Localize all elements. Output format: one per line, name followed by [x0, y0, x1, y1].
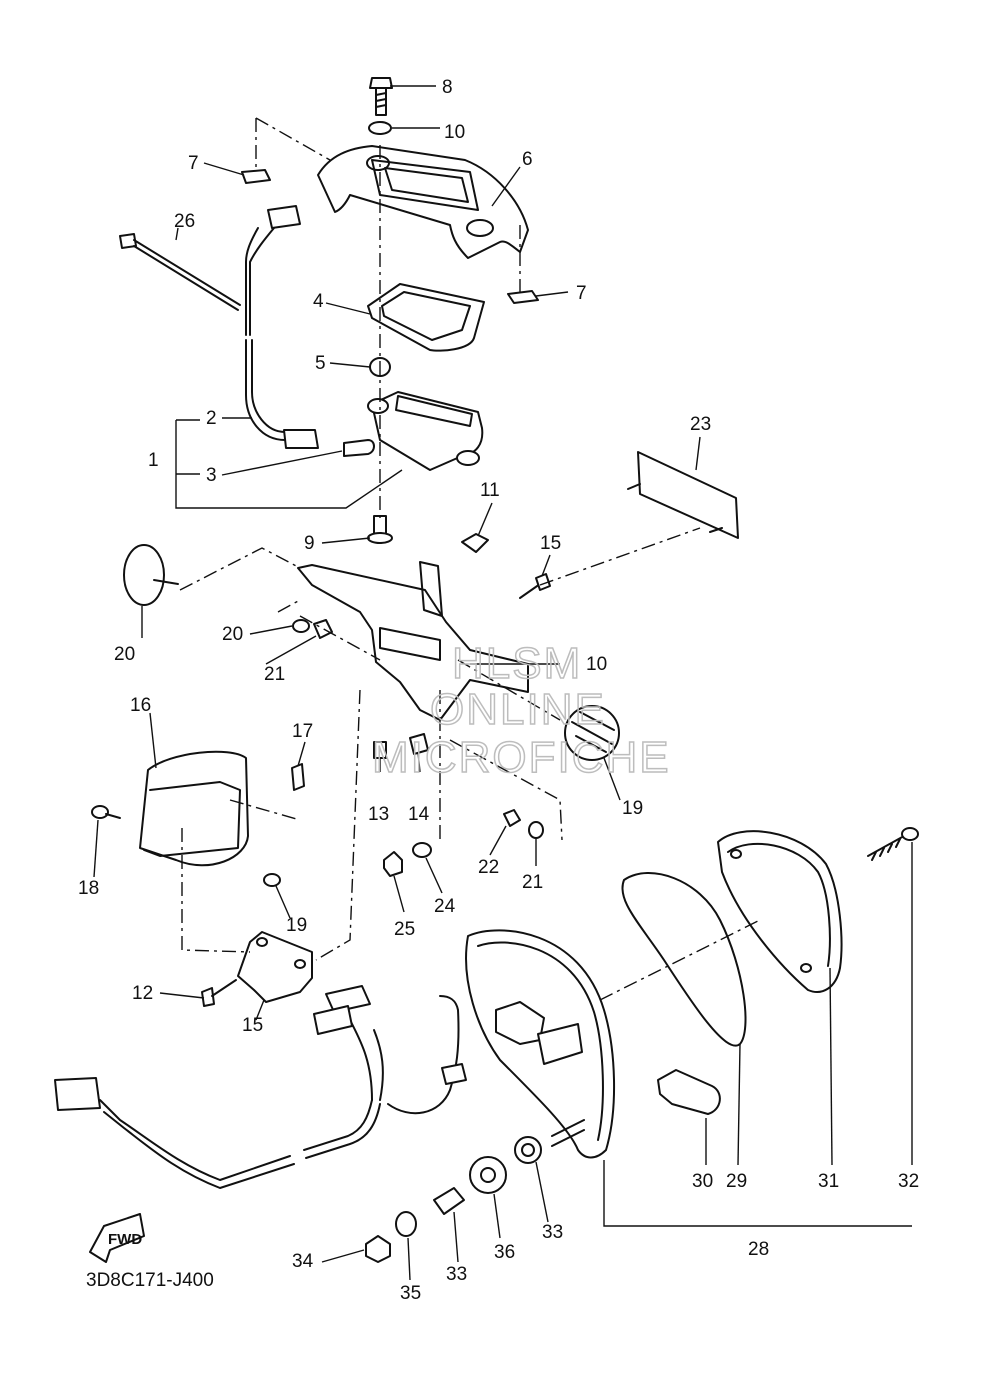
collar-33 — [433, 1187, 465, 1215]
callout-33: 33 — [446, 1264, 467, 1285]
bolt-15-a — [373, 741, 387, 759]
collar-9 — [367, 515, 393, 544]
drawing-code: 3D8C171-J400 — [86, 1270, 214, 1291]
pad-7-left — [241, 169, 271, 184]
callout-11: 10 — [586, 654, 607, 675]
callout-27: 28 — [748, 1239, 769, 1260]
callout-28: 29 — [726, 1171, 747, 1192]
grommet-32 — [514, 1136, 542, 1164]
watermark-line-3: MICROFICHE — [372, 733, 671, 782]
callout-4: 4 — [313, 291, 324, 312]
washer-35 — [395, 1211, 417, 1237]
callout-5: 5 — [315, 353, 326, 374]
callout-labels: 8 10 7 6 26 7 4 5 2 1 3 23 11 9 15 20 20… — [78, 77, 919, 1304]
screw-19-left — [91, 805, 121, 819]
assembly-lines — [179, 117, 761, 1001]
meter-cover — [317, 145, 529, 259]
nut-22-upper — [313, 619, 333, 639]
callout-19-left: 18 — [78, 878, 99, 899]
watermark-line-2: ONLINE — [430, 685, 606, 734]
bulb-3 — [343, 439, 375, 457]
callout-34: 34 — [292, 1251, 314, 1272]
screw-19-right — [263, 873, 281, 887]
callout-18: 17 — [292, 721, 313, 742]
bulb-29 — [657, 1069, 721, 1115]
mudguard-17 — [139, 750, 249, 867]
callout-14: 15 — [242, 1015, 263, 1036]
reflector-20-left — [123, 544, 179, 606]
reflector-20-right — [564, 705, 620, 761]
nut-22-lower — [503, 809, 521, 827]
washer-24 — [412, 842, 432, 858]
callout-26: 26 — [174, 211, 195, 232]
callout-29: 30 — [692, 1171, 713, 1192]
callout-35: 35 — [400, 1283, 421, 1304]
collar-36 — [469, 1156, 507, 1194]
callout-21-upper: 20 — [222, 624, 243, 645]
callout-12: 11 — [480, 480, 500, 501]
license-light-23 — [627, 451, 739, 539]
cable-tie-26 — [119, 233, 241, 311]
nut-25 — [383, 851, 403, 877]
meter-assembly — [367, 391, 484, 471]
washer-21-upper — [292, 619, 310, 633]
callout-1: 1 — [148, 450, 159, 471]
fwd-label: FWD — [108, 1231, 142, 1248]
leader-lines — [93, 85, 913, 1281]
callout-32: 33 — [542, 1222, 563, 1243]
callout-10: 10 — [444, 122, 465, 143]
callout-20-left: 20 — [114, 644, 135, 665]
clip-18 — [291, 763, 305, 791]
callout-2: 2 — [206, 408, 217, 429]
wire-harness — [54, 985, 467, 1189]
washer-10 — [368, 121, 392, 135]
callout-31: 32 — [898, 1171, 919, 1192]
watermark: HLSM ONLINE MICROFICHE — [371, 638, 671, 783]
callout-16: 15 — [540, 533, 561, 554]
callout-8: 8 — [442, 77, 453, 98]
nut-12 — [461, 533, 489, 553]
gasket-28 — [621, 872, 747, 1047]
fwd-arrow-icon: FWD — [89, 1213, 145, 1263]
holder-14 — [237, 931, 313, 1003]
watermark-line-1: HLSM — [452, 639, 582, 688]
lead-wire-2 — [245, 205, 319, 449]
callout-9: 9 — [304, 533, 315, 554]
callout-23: 23 — [690, 414, 711, 435]
callout-22-lower: 22 — [478, 857, 499, 878]
callout-15-a: 13 — [368, 804, 389, 825]
callout-21-lower: 21 — [522, 872, 543, 893]
gasket-4 — [367, 283, 485, 352]
bolt-15-b — [409, 733, 429, 755]
bolt-8 — [369, 77, 393, 116]
callout-6: 6 — [522, 149, 533, 170]
callout-3: 3 — [206, 465, 217, 486]
callout-24: 24 — [434, 896, 456, 917]
lens-30 — [717, 830, 843, 993]
bolt-13 — [201, 979, 237, 1007]
bolt-16 — [519, 573, 551, 599]
tail-light-housing — [465, 929, 615, 1159]
callout-20-right: 19 — [622, 798, 643, 819]
washer-21-lower — [528, 821, 544, 839]
callout-7-left: 7 — [188, 153, 199, 174]
callout-15-b: 14 — [408, 804, 430, 825]
callout-17: 16 — [130, 695, 151, 716]
callout-19-right: 19 — [286, 915, 307, 936]
callout-30: 31 — [818, 1171, 839, 1192]
nut-34 — [365, 1235, 391, 1263]
callout-22-upper: 21 — [264, 664, 285, 685]
callout-36: 36 — [494, 1242, 515, 1263]
callout-7-right: 7 — [576, 283, 587, 304]
screw-31 — [867, 827, 919, 861]
callout-13: 12 — [132, 983, 153, 1004]
bracket — [297, 561, 529, 721]
pad-7-right — [507, 290, 539, 304]
callout-25: 25 — [394, 919, 415, 940]
